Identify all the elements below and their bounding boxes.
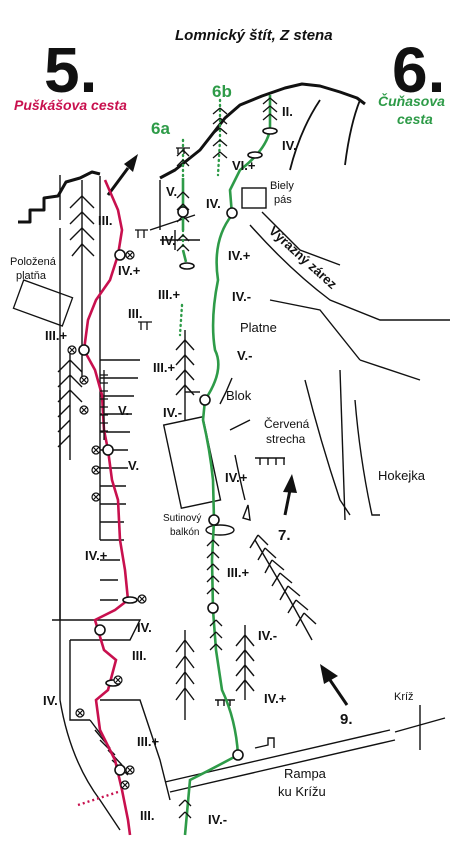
route-5-line bbox=[82, 179, 132, 836]
grade: III. bbox=[98, 213, 112, 228]
grade: VI.+ bbox=[232, 158, 256, 173]
sutinovy-label-2: balkón bbox=[170, 527, 199, 538]
grade: IV.+ bbox=[225, 470, 248, 485]
grade: IV. bbox=[161, 233, 176, 248]
grade: III.+ bbox=[45, 328, 67, 343]
route-5-dotted bbox=[77, 790, 119, 807]
platne-label: Platne bbox=[240, 320, 277, 335]
kriz-label: Kríž bbox=[394, 691, 414, 703]
bolt-markers bbox=[67, 250, 147, 790]
ridge-arrow bbox=[106, 154, 138, 196]
variant-6b-label: 6b bbox=[212, 82, 232, 101]
route-5-number: 5. bbox=[44, 34, 97, 106]
grade: IV.- bbox=[232, 289, 251, 304]
cervena-label-1: Červená bbox=[264, 416, 310, 431]
route-6-number: 6. bbox=[392, 34, 445, 106]
grade: IV.- bbox=[208, 812, 227, 827]
biely-label-1: Biely bbox=[270, 180, 294, 192]
polozena-label-2: platňa bbox=[16, 270, 47, 282]
route-6a-dotted bbox=[178, 138, 185, 337]
route-5-name: Puškášova cesta bbox=[14, 97, 127, 113]
grade: IV. bbox=[206, 196, 221, 211]
grade: IV. bbox=[282, 138, 297, 153]
grade: IV. bbox=[137, 620, 152, 635]
grade: V. bbox=[118, 403, 129, 418]
hokejka-label: Hokejka bbox=[378, 468, 426, 483]
grade: III. bbox=[140, 808, 154, 823]
access-7-label: 7. bbox=[278, 527, 291, 544]
route-6-chimney-marks bbox=[176, 97, 278, 819]
access-9-label: 9. bbox=[340, 711, 353, 728]
polozena-platna-box bbox=[12, 279, 74, 327]
route-6a-line bbox=[181, 178, 188, 263]
rampa-label-1: Rampa bbox=[284, 766, 327, 781]
route-5-chimney-marks bbox=[100, 229, 152, 440]
central-rock-lines bbox=[149, 187, 450, 793]
grade: III. bbox=[132, 648, 146, 663]
route-6-line bbox=[183, 95, 272, 836]
vyrazny-zarez-label: Výrazný zárez bbox=[266, 223, 340, 292]
grade: II. bbox=[282, 104, 293, 119]
route-6-name-line1: Čuňasova bbox=[378, 92, 445, 109]
grade: IV.- bbox=[163, 405, 182, 420]
grade: IV.- bbox=[258, 628, 277, 643]
access-arrow-9 bbox=[320, 664, 349, 706]
diagram-title: Lomnický štít, Z stena bbox=[175, 27, 333, 44]
variant-6a-label: 6a bbox=[151, 119, 170, 138]
grade: IV.+ bbox=[85, 548, 108, 563]
grade: IV.+ bbox=[118, 263, 141, 278]
grade: V. bbox=[128, 458, 139, 473]
grade: V.- bbox=[237, 348, 252, 363]
route-6-name-line2: cesta bbox=[397, 111, 433, 127]
grade: V. bbox=[166, 184, 177, 199]
route-6b-dotted bbox=[216, 98, 222, 177]
belay-stations bbox=[78, 127, 278, 776]
grade: III. bbox=[128, 306, 142, 321]
grade: III.+ bbox=[153, 360, 175, 375]
grade: IV.+ bbox=[264, 691, 287, 706]
polozena-label-1: Položená bbox=[10, 256, 57, 268]
grade: III.+ bbox=[137, 734, 159, 749]
rampa-label-2: ku Krížu bbox=[278, 784, 326, 799]
access-arrow-7 bbox=[283, 474, 297, 516]
sutinovy-label-1: Sutinový bbox=[163, 513, 201, 524]
blok-label: Blok bbox=[226, 388, 252, 403]
grade: IV.+ bbox=[228, 248, 251, 263]
grade: III.+ bbox=[158, 287, 180, 302]
biely-label-2: pás bbox=[274, 194, 292, 206]
cervena-label-2: strecha bbox=[266, 432, 306, 446]
grade: IV. bbox=[43, 693, 58, 708]
grade: III.+ bbox=[227, 565, 249, 580]
ridge-outline bbox=[18, 82, 366, 224]
